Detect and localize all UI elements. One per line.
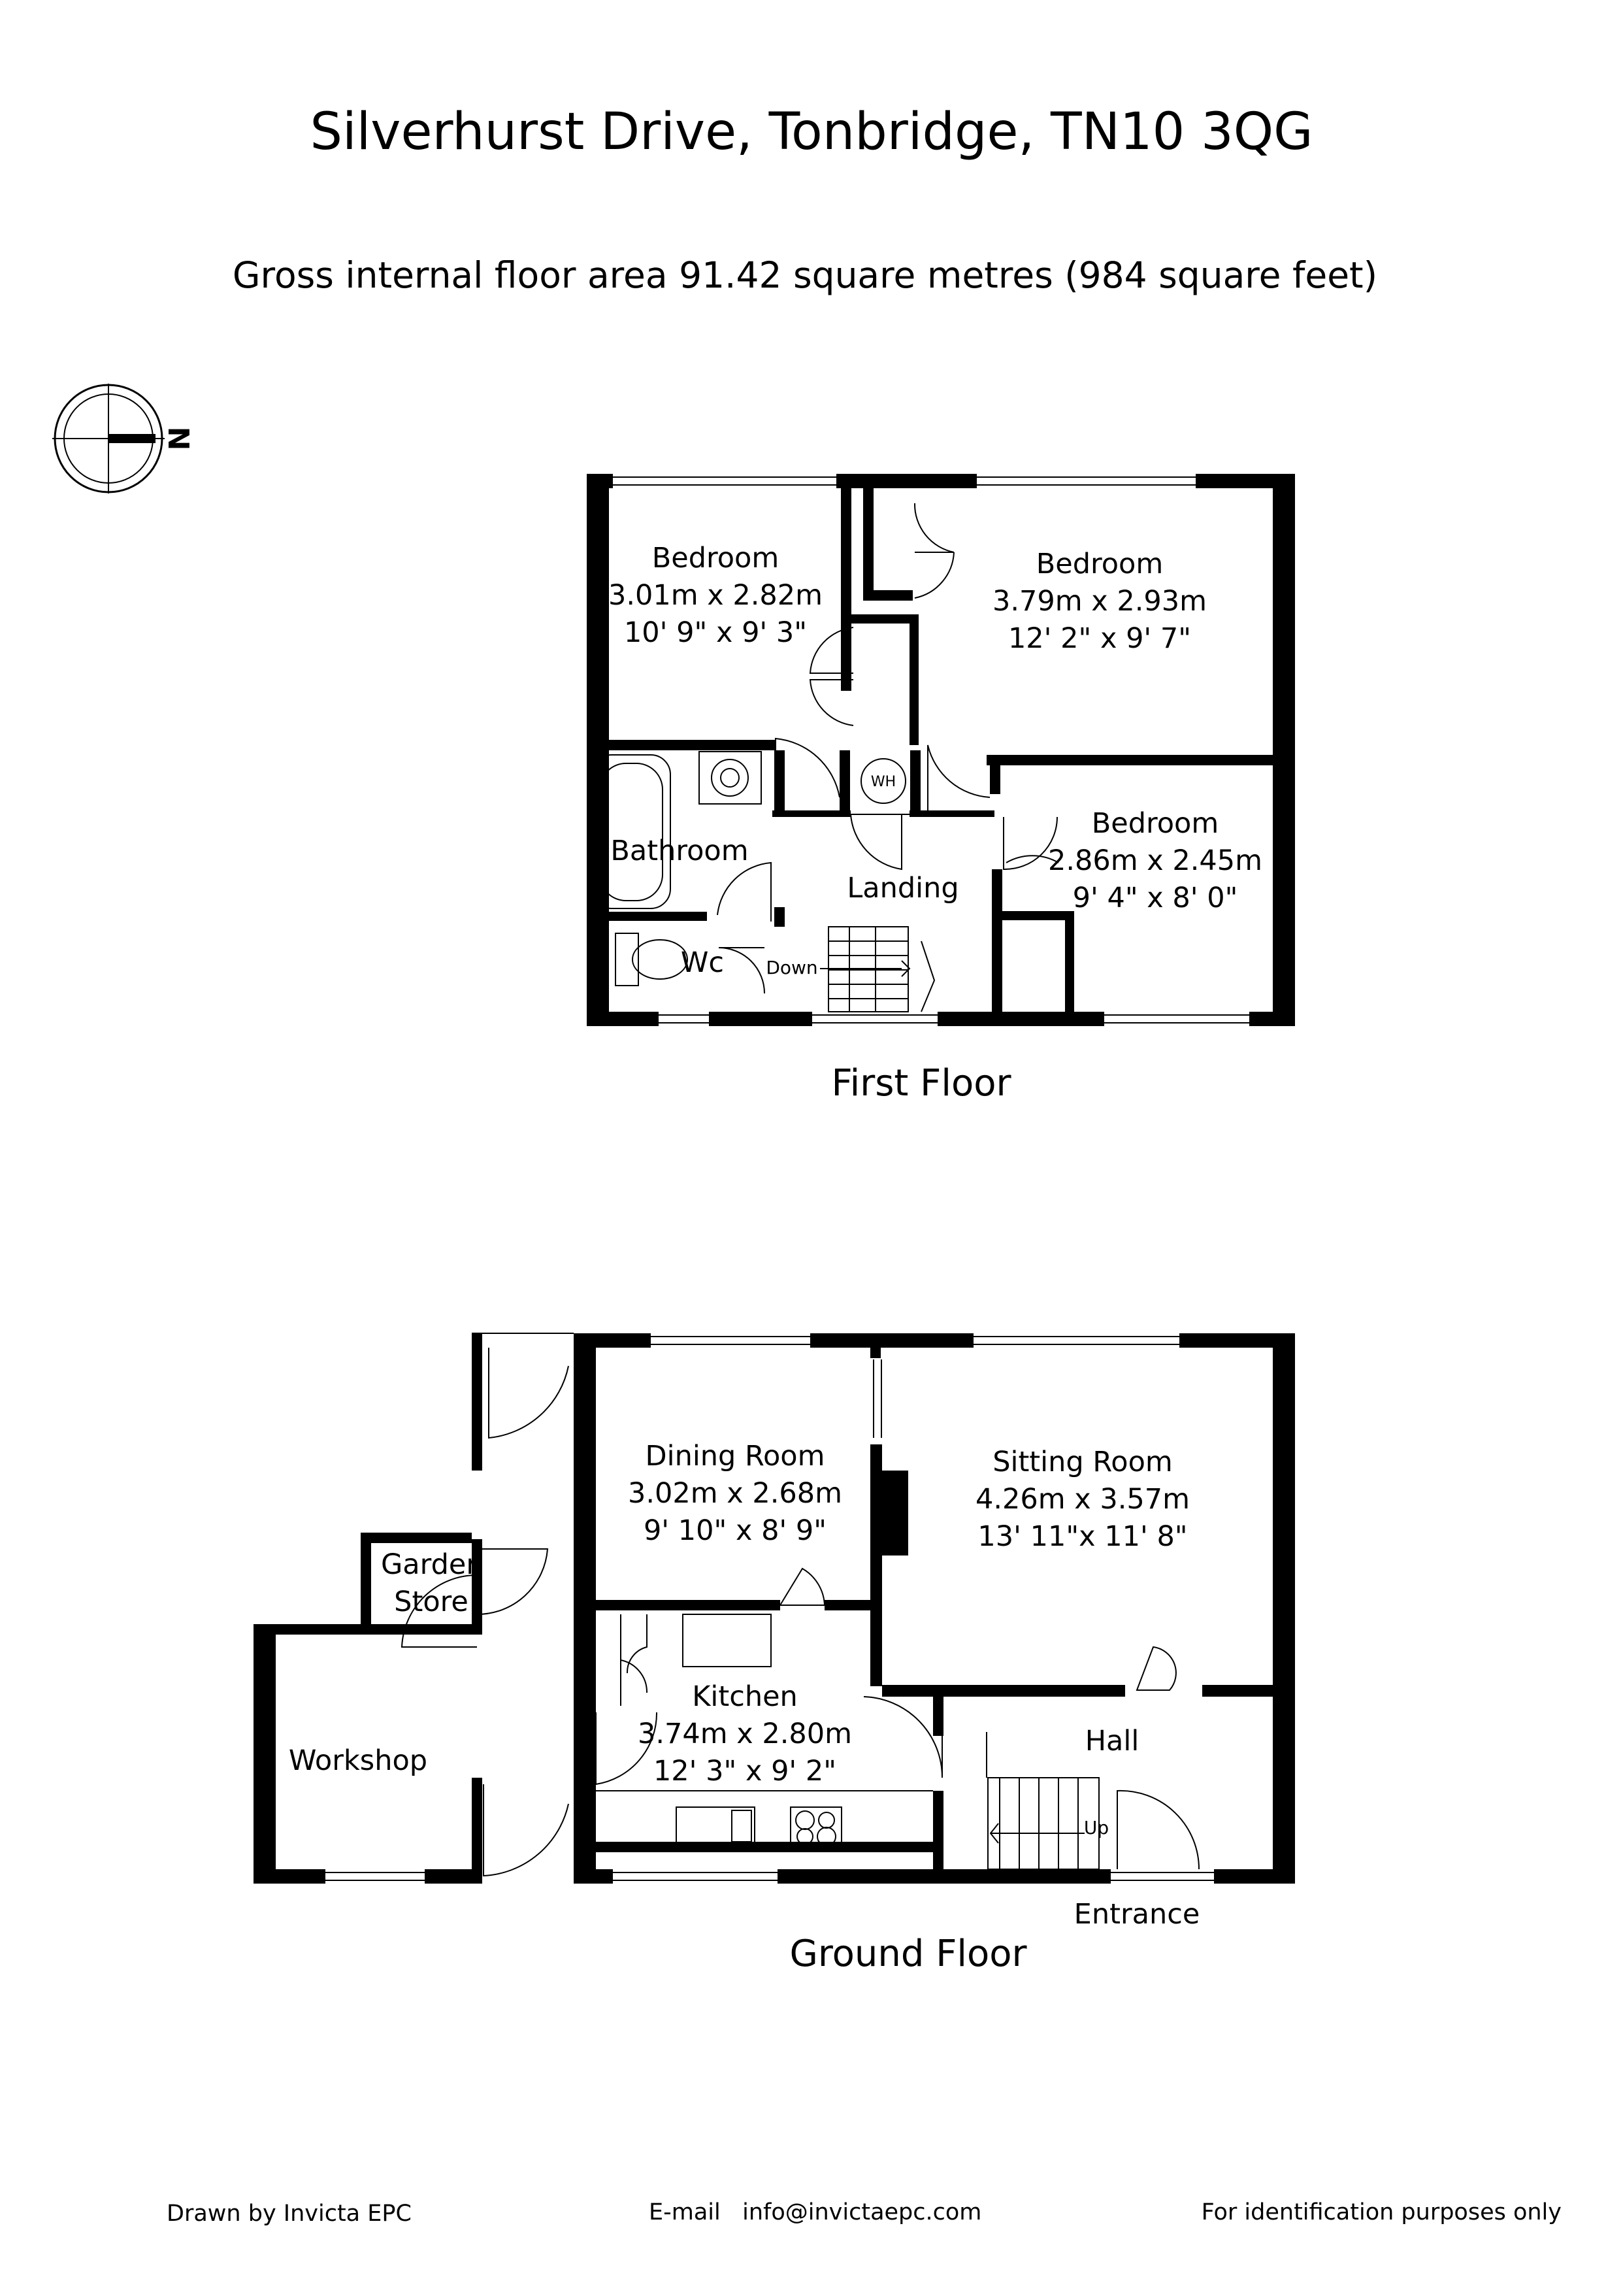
kitchen-metric: 3.74m x 2.80m <box>638 1718 852 1750</box>
footer-drawn-by: Drawn by Invicta EPC <box>167 2201 412 2227</box>
floor-area: Gross internal floor area 91.42 square m… <box>233 254 1377 296</box>
first-floor-plan: HW Bedroom 3.01m x 2.82m 10' 9" x 9' 3" … <box>587 474 1295 1105</box>
bedroom-1-name: Bedroom <box>652 542 779 574</box>
landing-label: Landing <box>847 872 959 905</box>
ground-floor-plan: Dining Room 3.02m x 2.68m 9' 10" x 8' 9"… <box>254 1333 1295 1975</box>
hot-water-label: HW <box>871 774 896 790</box>
kitchen-imperial: 12' 3" x 9' 2" <box>653 1755 836 1788</box>
bedroom-3-metric: 2.86m x 2.45m <box>1048 844 1262 877</box>
plan-title: Silverhurst Drive, Tonbridge, TN10 3QG <box>310 103 1313 161</box>
garden-store-label-line-1: Garder <box>381 1548 478 1581</box>
stairs-down-label: Down <box>766 957 817 978</box>
dining-room-name: Dining Room <box>646 1440 825 1472</box>
bedroom-1-metric: 3.01m x 2.82m <box>608 579 823 612</box>
wc-label: Wc <box>681 946 724 979</box>
bedroom-2-name: Bedroom <box>1036 548 1164 580</box>
bedroom-3-imperial: 9' 4" x 8' 0" <box>1073 882 1238 914</box>
entrance-label: Entrance <box>1074 1898 1200 1931</box>
sitting-room-name: Sitting Room <box>992 1446 1173 1478</box>
bedroom-3-name: Bedroom <box>1092 807 1219 840</box>
sitting-room-metric: 4.26m x 3.57m <box>975 1483 1190 1516</box>
hall-label: Hall <box>1085 1725 1139 1757</box>
bedroom-2-metric: 3.79m x 2.93m <box>992 585 1207 618</box>
garden-store-label-line-2: Store <box>394 1586 468 1618</box>
workshop-label: Workshop <box>289 1744 427 1777</box>
compass-icon: N <box>52 384 195 493</box>
dining-room-metric: 3.02m x 2.68m <box>628 1477 842 1510</box>
compass-north-label: N <box>161 427 195 451</box>
bedroom-2-imperial: 12' 2" x 9' 7" <box>1008 622 1191 655</box>
kitchen-name: Kitchen <box>692 1680 798 1713</box>
first-floor-title: First Floor <box>832 1062 1012 1105</box>
dining-room-imperial: 9' 10" x 8' 9" <box>644 1514 827 1547</box>
bathroom-label: Bathroom <box>610 835 748 867</box>
ground-floor-title: Ground Floor <box>789 1933 1027 1975</box>
footer-note: For identification purposes only <box>1202 2199 1562 2225</box>
stairs-up-label: Up <box>1084 1817 1109 1838</box>
sitting-room-imperial: 13' 11"x 11' 8" <box>977 1520 1187 1553</box>
bedroom-1-imperial: 10' 9" x 9' 3" <box>624 616 807 649</box>
footer-email: E-mail info@invictaepc.com <box>649 2199 981 2225</box>
